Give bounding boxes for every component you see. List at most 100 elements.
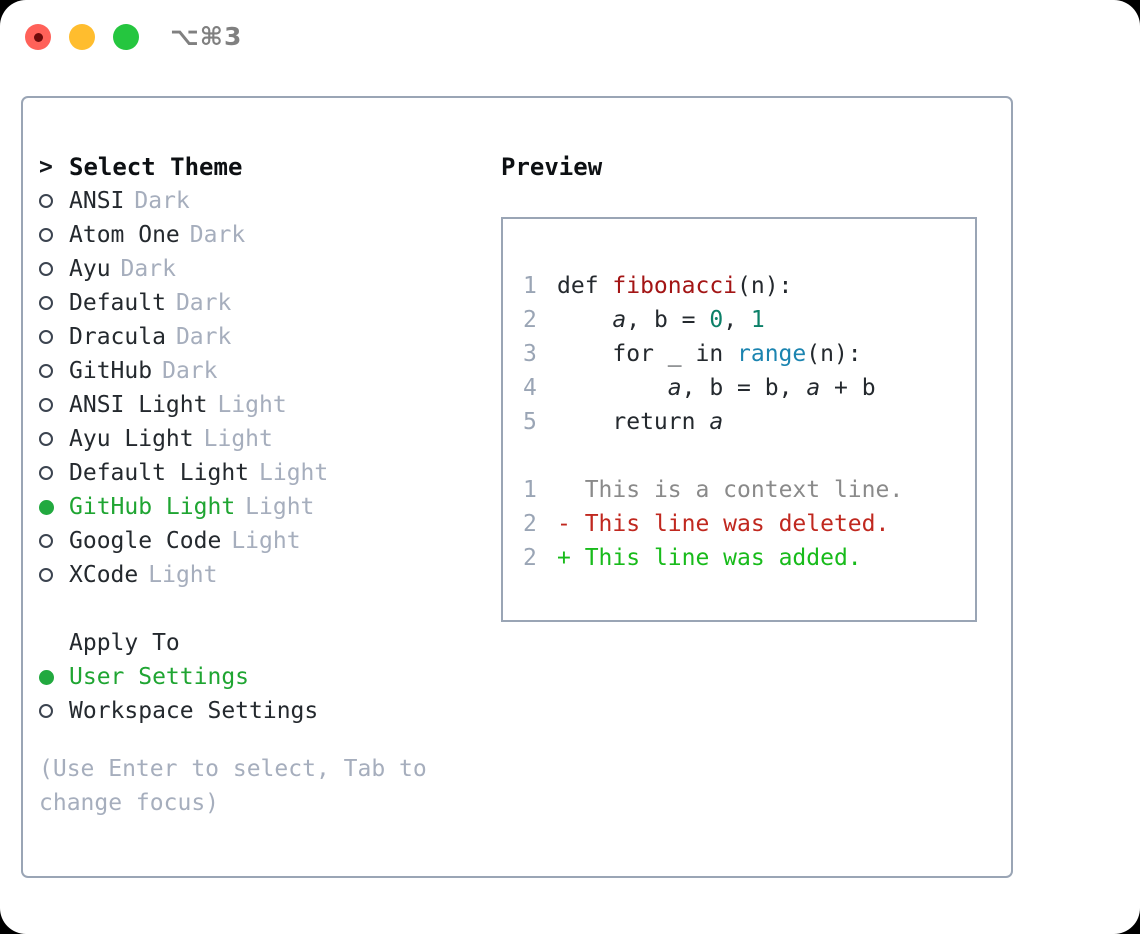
radio-empty-icon[interactable] [39, 466, 69, 480]
radio-selected-icon[interactable] [39, 669, 69, 685]
code-token-plain: , [723, 307, 751, 333]
radio-empty-icon[interactable] [39, 534, 69, 548]
radio-empty-icon[interactable] [39, 296, 69, 310]
zoom-button[interactable] [113, 24, 139, 50]
radio-dot [39, 228, 53, 242]
code-token-plain: + [820, 375, 862, 401]
code-line: 2 a, b = 0, 1 [523, 303, 903, 337]
radio-dot [39, 534, 53, 548]
radio-dot [39, 194, 53, 208]
diff-sample: 1 This is a context line. 2- This line wa… [523, 473, 903, 575]
apply-to-header: Apply To [39, 626, 479, 660]
code-token-plain: b [861, 375, 876, 401]
theme-option-label: Atom One [69, 222, 180, 248]
theme-option-atom-one[interactable]: Atom One Dark [39, 218, 479, 252]
code-token-plain: def [557, 273, 613, 299]
radio-dot [39, 432, 53, 446]
code-token-var: a [709, 409, 724, 435]
code-token-plain: , [778, 375, 807, 401]
keyboard-hint: (Use Enter to select, Tab to change focu… [39, 756, 427, 816]
theme-option-variant: Dark [162, 358, 218, 384]
code-line: 4 a, b = b, a + b [523, 371, 903, 405]
code-token-plain: = [723, 375, 765, 401]
theme-option-label: Ayu Light [69, 426, 194, 452]
diff-text: This line was deleted. [570, 511, 890, 537]
code-line-number: 4 [523, 375, 537, 401]
code-line-text: for _ in range(n): [557, 337, 862, 371]
window-controls[interactable] [25, 24, 139, 50]
radio-empty-icon[interactable] [39, 194, 69, 208]
radio-empty-icon[interactable] [39, 432, 69, 446]
radio-empty-icon[interactable] [39, 330, 69, 344]
radio-dot [39, 262, 53, 276]
radio-empty-icon[interactable] [39, 228, 69, 242]
radio-empty-icon[interactable] [39, 704, 69, 718]
code-line-text: a, b = 0, 1 [557, 303, 765, 337]
code-line: 3 for _ in range(n): [523, 337, 903, 371]
radio-dot [39, 466, 53, 480]
code-token-plain: , [626, 307, 654, 333]
code-token-bi: range [737, 341, 807, 367]
radio-dot [39, 398, 53, 412]
diff-sign: - [557, 511, 571, 537]
apply-to-title: Apply To [69, 630, 180, 656]
radio-dot [39, 669, 54, 685]
diff-line-number: 2 [523, 511, 537, 537]
close-button[interactable] [25, 24, 51, 50]
minimize-button[interactable] [69, 24, 95, 50]
radio-empty-icon[interactable] [39, 364, 69, 378]
code-token-plain: , [681, 375, 710, 401]
radio-selected-icon[interactable] [39, 499, 69, 515]
theme-option-variant: Dark [189, 222, 246, 248]
code-token-var: a [806, 375, 821, 401]
code-token-var: a [612, 307, 627, 333]
theme-option-label: XCode [69, 562, 139, 588]
code-token-num: 0 [709, 307, 724, 333]
apply-to-option-user-settings[interactable]: User Settings [39, 660, 479, 694]
code-token-num: 1 [750, 307, 765, 333]
theme-option-label: Default Light [69, 460, 250, 486]
radio-empty-icon[interactable] [39, 568, 69, 582]
code-line-number: 3 [523, 341, 537, 367]
diff-line-context: 1 This is a context line. [523, 473, 903, 507]
code-blank-line [523, 439, 903, 473]
diff-text: This line was added. [570, 545, 862, 571]
select-theme-title: Select Theme [69, 153, 243, 181]
theme-option-variant: Light [231, 528, 301, 554]
section-gap [39, 592, 479, 626]
theme-option-label: Dracula [69, 324, 166, 350]
caret-icon: > [39, 154, 53, 180]
diff-sign [557, 473, 571, 507]
radio-dot [39, 499, 54, 515]
code-line-text: return a [557, 405, 723, 439]
code-token-plain: b [653, 307, 668, 333]
code-token-fn: fibonacci [612, 273, 738, 299]
diff-line-number: 1 [523, 477, 537, 503]
radio-dot [39, 330, 53, 344]
code-token-plain: (n): [806, 341, 862, 367]
title-bar: ⌥⌘3 [0, 0, 1140, 76]
radio-empty-icon[interactable] [39, 398, 69, 412]
preview-title: Preview [501, 153, 603, 181]
apply-to-option-workspace-settings[interactable]: Workspace Settings [39, 694, 479, 728]
theme-option-variant: Dark [134, 188, 190, 214]
radio-empty-icon[interactable] [39, 262, 69, 276]
radio-dot [39, 296, 53, 310]
apply-to-option-label: Workspace Settings [69, 698, 319, 724]
select-theme-header: > Select Theme [39, 150, 479, 184]
